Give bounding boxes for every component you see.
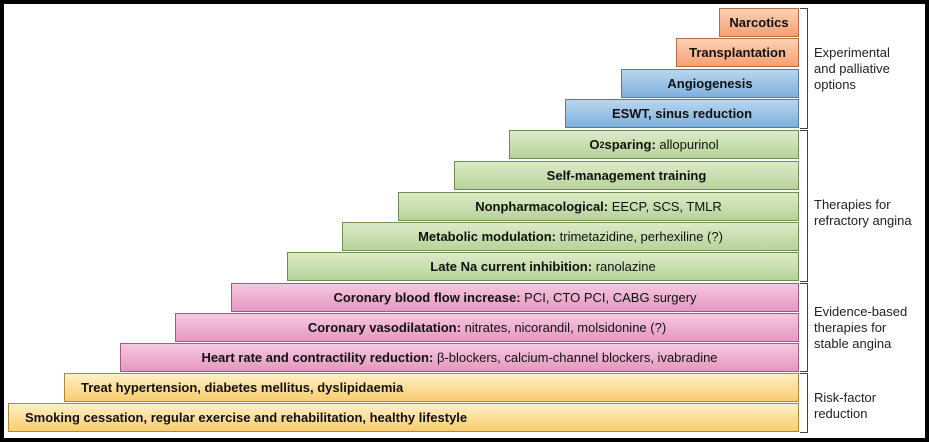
step-label: Treat hypertension, diabetes mellitus, d… [81, 380, 404, 395]
step-label: Coronary blood flow increase: [333, 290, 521, 305]
step-label: Heart rate and contractility reduction: [201, 350, 434, 365]
step-transplantation: Transplantation [676, 38, 799, 67]
step-coronary-flow: Coronary blood flow increase: PCI, CTO P… [231, 283, 799, 312]
step-label-o: O [589, 137, 600, 152]
step-label: ESWT, sinus reduction [611, 106, 753, 121]
group-label-risk-factor: Risk-factor reduction [814, 390, 876, 422]
step-label-sub: 2 [599, 139, 605, 150]
step-metabolic-modulation: Metabolic modulation: trimetazidine, per… [342, 222, 799, 251]
group-label-line: options [814, 77, 856, 92]
step-nonpharmacological: Nonpharmacological: EECP, SCS, TMLR [398, 192, 799, 221]
diagram-canvas: Narcotics Transplantation Angiogenesis E… [4, 4, 925, 438]
step-smoking-cessation: Smoking cessation, regular exercise and … [8, 403, 799, 432]
step-detail: nitrates, nicorandil, molsidonine (?) [460, 320, 667, 335]
group-label-line: refractory angina [814, 213, 912, 228]
step-detail: β-blockers, calcium-channel blockers, iv… [433, 350, 718, 365]
step-narcotics: Narcotics [719, 8, 799, 37]
step-eswt: ESWT, sinus reduction [565, 99, 799, 128]
step-label: Transplantation [689, 45, 786, 60]
step-label: Metabolic modulation: [418, 229, 557, 244]
step-detail: allopurinol [655, 137, 719, 152]
step-detail: trimetazidine, perhexiline (?) [556, 229, 723, 244]
step-label: Self-management training [546, 168, 707, 183]
step-detail: ranolazine [592, 259, 656, 274]
group-label-evidence: Evidence-based therapies for stable angi… [814, 304, 907, 352]
group-label-line: stable angina [814, 336, 892, 351]
step-heart-rate: Heart rate and contractility reduction: … [120, 343, 799, 372]
step-label: Late Na current inhibition: [430, 259, 593, 274]
bracket-evidence [800, 283, 808, 372]
step-detail: PCI, CTO PCI, CABG surgery [520, 290, 697, 305]
step-label: Smoking cessation, regular exercise and … [25, 410, 468, 425]
step-treat-hypertension: Treat hypertension, diabetes mellitus, d… [64, 373, 799, 402]
bracket-refractory [800, 130, 808, 282]
step-late-na: Late Na current inhibition: ranolazine [287, 252, 799, 281]
step-label: Angiogenesis [667, 76, 753, 91]
step-label: sparing: [604, 137, 656, 152]
group-label-line: Evidence-based [814, 304, 908, 319]
group-label-experimental: Experimental and palliative options [814, 45, 890, 93]
group-label-line: Therapies for [814, 197, 891, 212]
step-label: Narcotics [729, 15, 789, 30]
group-label-line: Experimental [814, 45, 890, 60]
step-label: Nonpharmacological: [475, 199, 609, 214]
step-angiogenesis: Angiogenesis [621, 69, 799, 98]
bracket-risk-factor [800, 373, 808, 433]
group-label-line: and palliative [814, 61, 890, 76]
step-coronary-vasodilatation: Coronary vasodilatation: nitrates, nicor… [175, 313, 799, 342]
group-label-line: therapies for [814, 320, 887, 335]
group-label-refractory: Therapies for refractory angina [814, 197, 912, 229]
bracket-experimental [800, 8, 808, 129]
step-label: Coronary vasodilatation: [307, 320, 461, 335]
step-self-management: Self-management training [454, 161, 799, 190]
group-label-line: reduction [814, 406, 868, 421]
step-detail: EECP, SCS, TMLR [608, 199, 722, 214]
group-label-line: Risk-factor [814, 390, 877, 405]
